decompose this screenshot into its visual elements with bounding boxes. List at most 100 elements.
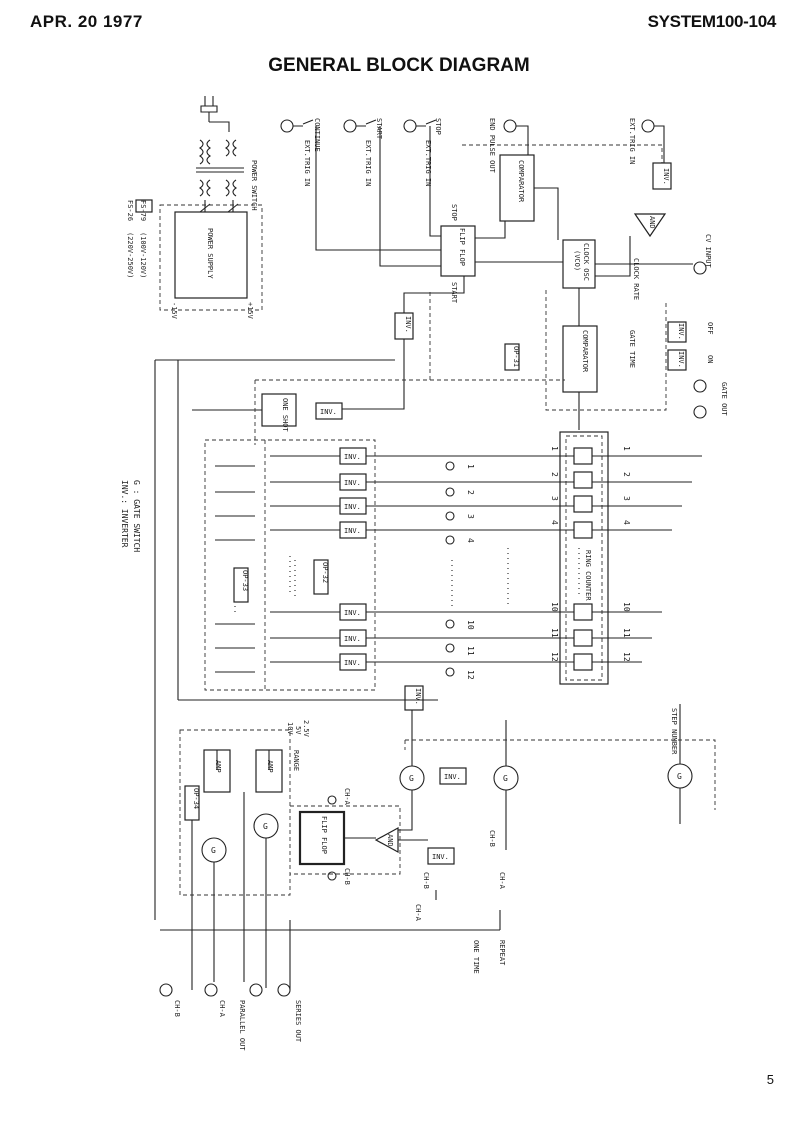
inv-row-11: INV. [344,635,361,643]
step-2-right: 2 [622,472,631,477]
led-10: 10 [466,620,475,630]
fuse1-rating: (100V-120V) [139,232,147,278]
ch-b-switch-label: CH-B [488,830,496,847]
output-section: STEP NUMBER INV. G G G INV. FLIP FLOP AN… [159,360,716,1051]
amp-2-label: AMP [266,760,274,773]
cv-input-label: CV INPUT [704,234,712,269]
fuse1-label: FS-79 [139,200,147,221]
range-5v: 5V [294,726,302,735]
repeat-label: REPEAT [498,940,506,966]
ext-trig-2-label: EXT.TRIG IN [364,140,372,186]
led-4: 4 [466,538,475,543]
continue-label: CONTINUE [313,118,321,152]
comparator-mid [562,325,598,393]
gate-2-label: G [503,774,508,783]
stop-input-label: STOP [450,204,458,221]
led-11: 11 [466,646,475,656]
comparator-top [499,154,535,222]
led-3: 3 [466,514,475,519]
header-date: APR. 20 1977 [30,12,143,31]
inv-row-1: INV. [344,453,361,461]
board-op33: OP-33 [241,570,249,591]
one-shot-label: ONE SHOT [281,398,289,433]
and-gate-top [633,213,667,238]
top-jacks: CONTINUE EXT.TRIG IN START EXT.TRIG IN S… [280,118,665,267]
legend-gate-switch: G : GATE SWITCH [132,480,141,552]
inv-on-label: INV. [677,351,685,368]
step-1-left: 1 [550,446,559,451]
gate-time-label: GATE TIME [628,330,636,368]
ext-trig-4-label: EXT.TRIG IN [628,118,636,164]
ch-a-switch-label: CH-A [498,872,506,890]
step-10-right: 10 [622,602,631,612]
inv-top-label: INV. [662,168,670,185]
range-2-5v: 2.5V [302,720,310,738]
flip-flop-top [440,225,476,277]
power-section: POWER SUPPLY POWER SWITCH FS-79 (100V-12… [126,96,263,320]
series-out-label: SERIES OUT [294,1000,302,1043]
legend: G : GATE SWITCH INV.: INVERTER [120,480,141,552]
step-4-left: 4 [550,520,559,525]
clock-rate-label: CLOCK RATE [632,258,640,300]
flip-flop-bottom-label: FLIP FLOP [320,816,328,854]
step-12-right: 12 [622,652,631,662]
range-10v: 10V [286,722,294,735]
step-1-right: 1 [622,446,631,451]
ch-b-out-label: CH-B [173,1000,181,1017]
inv-off-label: INV. [677,323,685,340]
step-11-right: 11 [622,628,631,638]
inv-row-4: INV. [344,527,361,535]
one-time-label: ONE TIME [472,940,480,974]
inv-row-3: INV. [344,503,361,511]
inv-gate-label: INV. [444,773,461,781]
ring-counter-section: RING COUNTER 1 2 3 4 10 11 12 1 2 3 4 10… [204,431,702,691]
clock-osc-box [562,239,596,289]
ch-b-led-label: CH-B [343,868,351,885]
off-label: OFF [706,322,714,335]
amp-1-label: AMP [214,760,222,773]
power-supply-label: POWER SUPPLY [206,228,214,279]
and-top-label: AND [648,216,656,229]
ext-trig-1-label: EXT.TRIG IN [303,140,311,186]
parallel-out-label: PARALLEL OUT [238,1000,246,1051]
inv-out-label: INV. [414,688,422,705]
flip-flop-top-label: FLIP FLOP [458,228,466,266]
step-12-left: 12 [550,652,559,662]
led-1: 1 [466,464,475,469]
inv-row-12: INV. [344,659,361,667]
ch-a-out-label: CH-A [218,1000,226,1018]
gate-out-label: GATE OUT [720,382,728,417]
ring-counter-label: RING COUNTER [584,550,592,601]
inv-row-10: INV. [344,609,361,617]
fuse2-label: FS-26 [126,200,134,221]
power-supply-box [174,211,248,299]
gate-1-label: G [409,774,414,783]
clock-osc-label: CLOCK OSC [582,243,590,281]
step-3-left: 3 [550,496,559,501]
inv-top [652,162,672,190]
board-op31: OP-31 [512,346,520,367]
inv-chb-label: INV. [432,853,449,861]
step-11-left: 11 [550,628,559,638]
one-shot-box [261,393,297,427]
inv-row-2: INV. [344,479,361,487]
page-number: 5 [766,1072,774,1087]
ch-a-switch2-label: CH-A [414,904,422,922]
comparator-mid-label: COMPARATOR [581,330,589,373]
end-pulse-out-label: END PULSE OUT [488,118,496,174]
ch-b-switch2-label: CH-B [422,872,430,889]
legend-inverter: INV.: INVERTER [120,480,129,548]
page-title: GENERAL BLOCK DIAGRAM [268,55,530,76]
fuse2-rating: (220V-250V) [126,232,134,278]
control-blocks: COMPARATOR FLIP FLOP STOP START CLOCK OS… [154,154,728,920]
led-12: 12 [466,670,475,680]
start-jack-label: START [375,118,383,140]
step-leds [445,461,455,677]
step-2-left: 2 [550,472,559,477]
header-model: SYSTEM100-104 [647,12,777,31]
power-switch-label: POWER SWITCH [250,160,258,211]
step-3-right: 3 [622,496,631,501]
and-bottom-label: AND [386,834,394,847]
on-label: ON [706,355,714,363]
